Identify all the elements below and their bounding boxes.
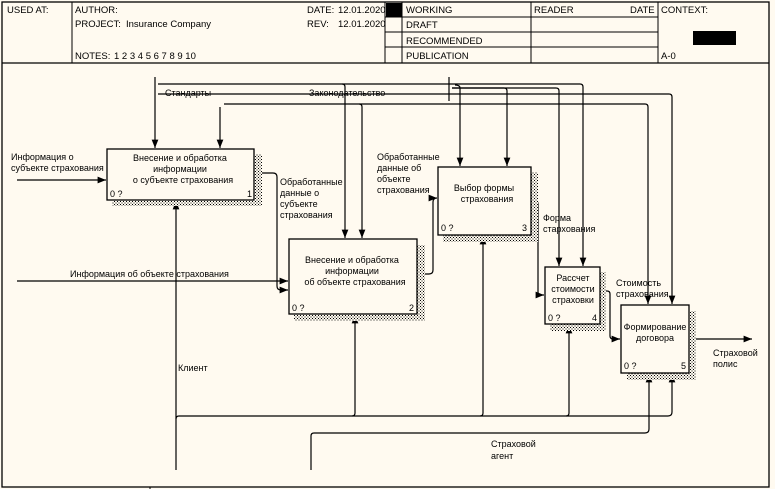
date-label: DATE: <box>307 5 334 16</box>
label-processed-subject-3: субъекте <box>280 199 318 209</box>
mechanism-arrows[interactable] <box>172 201 676 470</box>
box-title-line: стоимости <box>551 284 594 294</box>
label-subject-info-2: субъекте страхования <box>11 163 104 173</box>
author-label: AUTHOR: <box>75 5 118 16</box>
label-policy-1: Страховой <box>713 348 758 358</box>
box-title-line: страхования <box>461 194 514 204</box>
notes-label: NOTES: <box>75 51 110 62</box>
box-title-line: Выбор формы <box>454 183 514 193</box>
label-object-info: Информация об объекте страхования <box>70 269 229 279</box>
activity-box-5[interactable]: Формирование договора 0 ? 5 <box>620 304 696 380</box>
notes-values: 1 2 3 4 5 6 7 8 9 10 <box>114 51 196 62</box>
box-title-line: Внесение и обработка <box>133 153 227 163</box>
box-title-line: договора <box>636 333 674 343</box>
activity-box-3[interactable]: Выбор формы страхования 0 ? 3 <box>437 166 538 242</box>
label-cost-2: страхования <box>616 289 669 299</box>
label-processed-object-1: Обработанные <box>377 152 440 162</box>
activity-box-2[interactable]: Внесение и обработка информации об объек… <box>288 238 425 321</box>
rev-label: REV: <box>307 19 329 30</box>
box-title-line: Рассчет <box>556 273 589 283</box>
label-agent-2: агент <box>491 451 513 461</box>
box-title-line: о субъекте страхования <box>133 175 233 185</box>
label-form-2: стархования <box>543 224 596 234</box>
status-working: WORKING <box>406 5 452 16</box>
context-label: CONTEXT: <box>661 5 708 16</box>
box-title-line: информации <box>153 164 207 174</box>
label-policy-2: полис <box>713 359 738 369</box>
box-title-line: страховки <box>552 295 594 305</box>
label-form-1: Форма <box>543 213 571 223</box>
status-working-marker <box>386 3 402 17</box>
label-processed-object-2: данные об <box>377 163 421 173</box>
box-title-line: Внесение и обработка <box>305 255 399 265</box>
label-processed-object-4: страхования <box>377 185 430 195</box>
node-number: A-0 <box>661 51 676 62</box>
project-value: Insurance Company <box>126 19 211 30</box>
project-label: PROJECT: <box>75 19 121 30</box>
box-cost: 0 ? <box>441 223 454 233</box>
box-cost: 0 ? <box>548 313 561 323</box>
label-standards: Стандарты <box>165 88 211 98</box>
label-agent-1: Страховой <box>491 439 536 449</box>
reader-label: READER <box>534 5 574 16</box>
box-cost: 0 ? <box>292 303 305 313</box>
box-number: 5 <box>681 361 686 371</box>
rev-value: 12.01.2020 <box>338 19 386 30</box>
status-draft: DRAFT <box>406 20 438 31</box>
label-subject-info-1: Информация о <box>11 152 74 162</box>
box-cost: 0 ? <box>110 189 123 199</box>
activity-box-1[interactable]: Внесение и обработка информации о субъек… <box>106 148 262 206</box>
activity-box-4[interactable]: Рассчет стоимости страховки 0 ? 4 <box>544 266 606 331</box>
control-arrows[interactable] <box>151 77 676 304</box>
label-cost-1: Стоимость <box>616 278 661 288</box>
label-client: Клиент <box>178 363 208 373</box>
status-recommended: RECOMMENDED <box>406 36 483 47</box>
label-processed-subject-2: данные о <box>280 188 319 198</box>
box-number: 3 <box>522 223 527 233</box>
box-title-line: Формирование <box>624 322 687 332</box>
label-processed-subject-1: Обработанные <box>280 177 343 187</box>
used-at-label: USED AT: <box>7 5 49 16</box>
date-value: 12.01.2020 <box>338 5 386 16</box>
box-title-line: об объекте страхования <box>304 277 405 287</box>
box-cost: 0 ? <box>624 361 637 371</box>
label-law: Законодательство <box>309 88 385 98</box>
box-title-line: информации <box>325 266 379 276</box>
flow-arrows[interactable] <box>17 172 752 343</box>
label-processed-subject-4: страхования <box>280 210 333 220</box>
box-number: 4 <box>592 313 597 323</box>
box-number: 2 <box>409 303 414 313</box>
box-number: 1 <box>247 189 252 199</box>
context-thumbnail <box>693 31 736 45</box>
status-publication: PUBLICATION <box>406 51 469 62</box>
reader-date-label: DATE <box>630 5 655 16</box>
label-processed-object-3: объекте <box>377 174 411 184</box>
